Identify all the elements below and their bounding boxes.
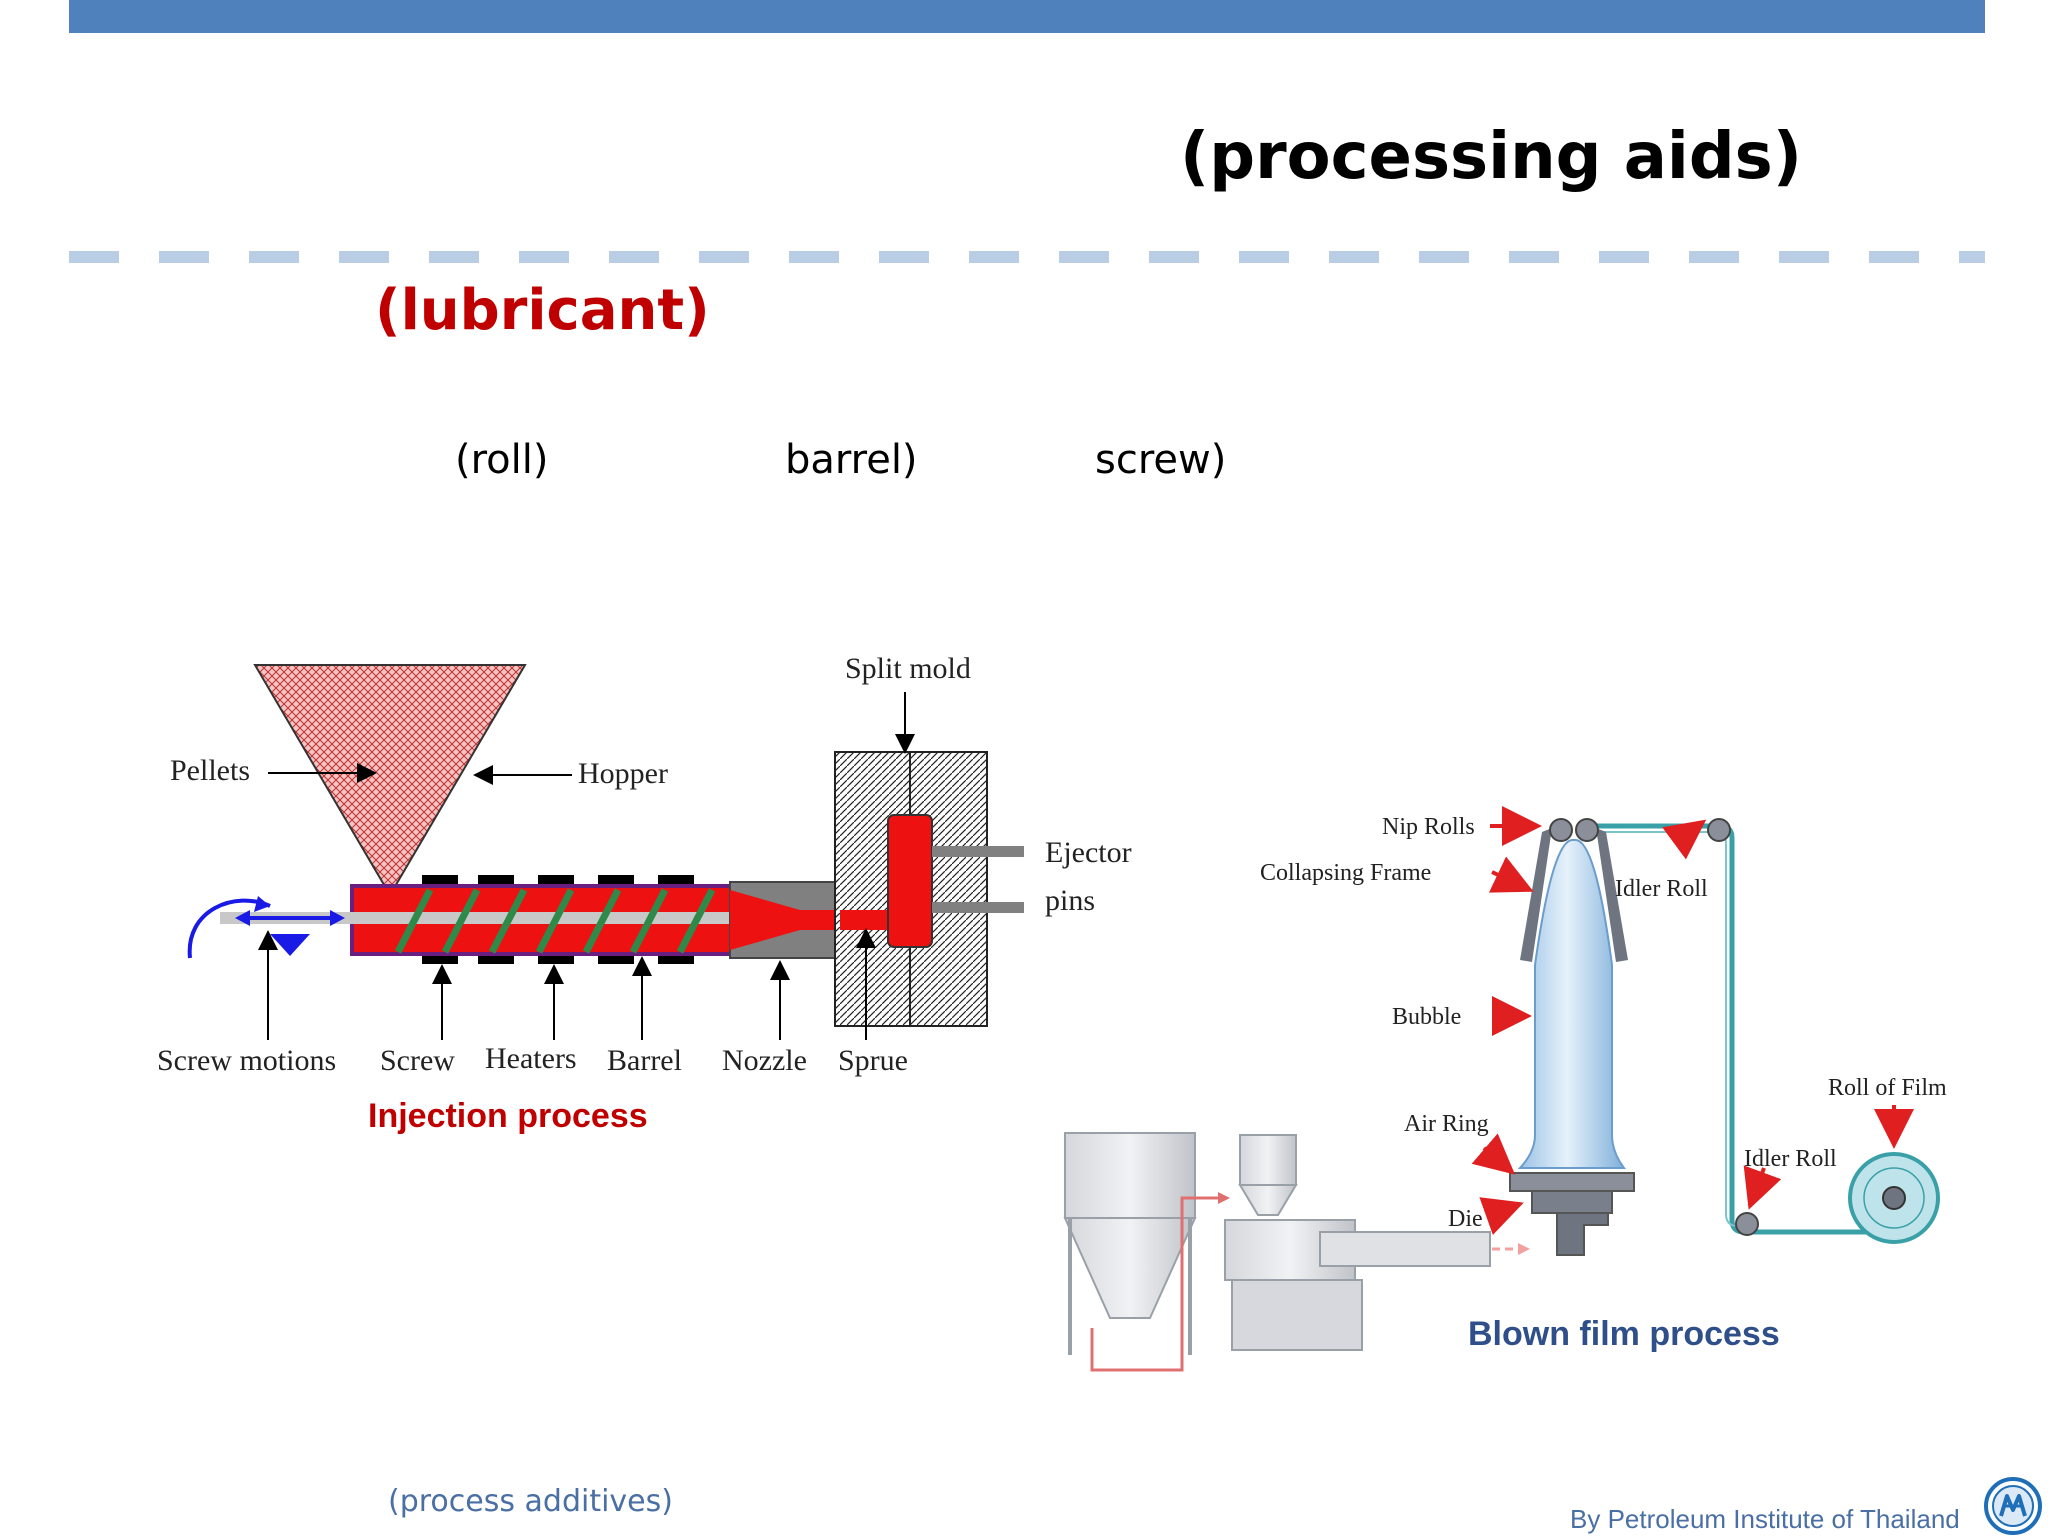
bubble-shape bbox=[1517, 838, 1626, 1169]
label-roll-of-film: Roll of Film bbox=[1828, 1075, 1947, 1101]
term-roll: (roll) bbox=[455, 437, 549, 483]
term-screw: screw) bbox=[1095, 437, 1227, 483]
label-ejector: Ejector bbox=[1045, 836, 1132, 869]
label-collapsing-frame: Collapsing Frame bbox=[1260, 860, 1431, 886]
footer-credit: By Petroleum Institute of Thailand bbox=[1570, 1504, 1960, 1534]
slide-title: (processing aids) bbox=[1180, 120, 1802, 194]
leader-lines bbox=[258, 692, 915, 1040]
label-die: Die bbox=[1448, 1206, 1483, 1232]
ejector-pin-top bbox=[932, 846, 1024, 857]
label-screw: Screw bbox=[380, 1044, 455, 1077]
label-nip-rolls: Nip Rolls bbox=[1382, 814, 1475, 840]
label-pellets: Pellets bbox=[170, 754, 250, 787]
nip-roll-right bbox=[1575, 818, 1599, 842]
injection-caption: Injection process bbox=[368, 1097, 648, 1135]
label-hopper: Hopper bbox=[578, 757, 668, 790]
blown-film-diagram: Nip Rolls Collapsing Frame Idler Roll Bu… bbox=[1063, 806, 1947, 1372]
injection-diagram: Pellets Hopper Split mold Ejector pins S… bbox=[157, 652, 1132, 1135]
label-barrel: Barrel bbox=[607, 1044, 682, 1077]
blown-film-caption: Blown film process bbox=[1468, 1315, 1780, 1353]
silo bbox=[1064, 1132, 1196, 1219]
institute-logo-icon bbox=[1984, 1477, 2042, 1535]
ejector-pin-bottom bbox=[932, 902, 1024, 913]
label-idler-roll-bottom: Idler Roll bbox=[1744, 1146, 1837, 1172]
idler-roll-bottom bbox=[1735, 1212, 1759, 1236]
feed-line bbox=[1090, 1196, 1220, 1372]
label-split-mold: Split mold bbox=[845, 652, 971, 685]
screw-flights bbox=[394, 888, 716, 954]
label-idler-roll-top: Idler Roll bbox=[1615, 876, 1708, 902]
dashed-divider bbox=[69, 251, 1985, 263]
top-accent-bar bbox=[69, 0, 1985, 33]
extruder-barrel bbox=[1319, 1231, 1491, 1267]
air-ring-shape bbox=[1509, 1172, 1635, 1192]
label-pins: pins bbox=[1045, 884, 1095, 917]
die-shape bbox=[1531, 1190, 1613, 1214]
extruder-base bbox=[1231, 1279, 1363, 1351]
idler-roll-top bbox=[1707, 818, 1731, 842]
nozzle-channel bbox=[730, 890, 840, 950]
label-nozzle: Nozzle bbox=[722, 1044, 807, 1077]
pointer-arrows bbox=[1471, 806, 1914, 1235]
collapsing-frame-right bbox=[1596, 828, 1628, 962]
label-sprue: Sprue bbox=[838, 1044, 908, 1077]
label-bubble: Bubble bbox=[1392, 1004, 1461, 1030]
label-air-ring: Air Ring bbox=[1404, 1111, 1489, 1137]
hopper-shape bbox=[253, 664, 527, 897]
label-screw-motions: Screw motions bbox=[157, 1044, 336, 1077]
extruder-hopper bbox=[1239, 1134, 1297, 1186]
footer-note: (process additives) bbox=[388, 1484, 673, 1519]
mold-cavity bbox=[887, 814, 933, 948]
collapsing-frame-left bbox=[1520, 828, 1552, 962]
slide-subtitle: (lubricant) bbox=[375, 278, 710, 343]
nip-roll-left bbox=[1549, 818, 1573, 842]
label-heaters: Heaters bbox=[485, 1042, 577, 1075]
term-barrel: barrel) bbox=[785, 437, 918, 483]
